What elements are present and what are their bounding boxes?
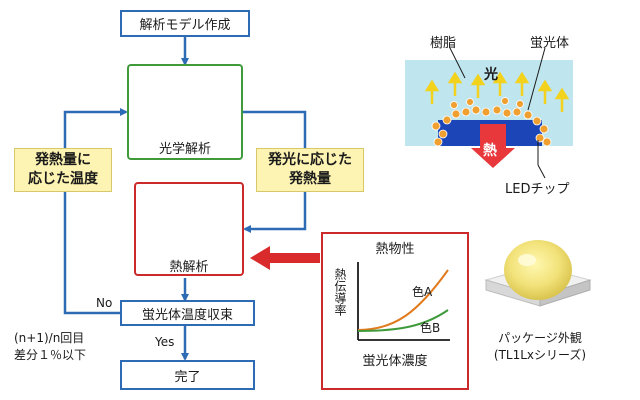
series-a-curve — [357, 269, 449, 331]
complete-box: 完了 — [120, 360, 255, 390]
arrow-feedback-loop — [63, 108, 128, 315]
heat-label: 熱 — [483, 143, 497, 159]
yes-label: Yes — [155, 335, 175, 349]
convergence-criterion: (n+1)/n回目 差分１％以下 — [14, 331, 87, 362]
led-chip-label: LEDチップ — [505, 182, 570, 197]
complete-label: 完了 — [174, 369, 201, 385]
heat-from-light-callout: 発光に応じた 発熱量 — [256, 148, 364, 192]
light-label: 光 — [484, 67, 498, 83]
led-cross-section — [405, 47, 573, 179]
model-creation-label: 解析モデル作成 — [139, 18, 231, 33]
property-graph-title: 熱物性 — [375, 242, 415, 257]
thermal-analysis-label: 熱解析 — [169, 260, 209, 275]
property-graph — [357, 262, 450, 341]
phosphor-converge-box: 蛍光体温度収束 — [120, 300, 255, 326]
temp-from-heat-callout: 発熱量に 応じた温度 — [14, 148, 112, 192]
phosphor-label: 蛍光体 — [530, 36, 570, 51]
series-b-curve — [357, 309, 449, 332]
property-graph-xlabel: 蛍光体濃度 — [362, 354, 428, 369]
series-b-label: 色B — [420, 321, 441, 335]
package-caption: パッケージ外観 (TL1Lxシリーズ) — [493, 331, 587, 362]
model-creation-box: 解析モデル作成 — [120, 10, 250, 37]
package-image — [484, 240, 592, 307]
optical-analysis-frame — [127, 64, 243, 160]
property-graph-ylabel: 熱伝導率 — [333, 268, 347, 316]
optical-analysis-label: 光学解析 — [158, 142, 211, 157]
property-input-arrow — [250, 246, 320, 270]
series-a-label: 色A — [412, 285, 433, 299]
thermal-analysis-frame — [134, 182, 244, 276]
phosphor-converge-label: 蛍光体温度収束 — [141, 307, 233, 323]
property-graph-frame — [321, 232, 469, 390]
no-label: No — [96, 296, 113, 310]
resin-label: 樹脂 — [430, 36, 457, 51]
